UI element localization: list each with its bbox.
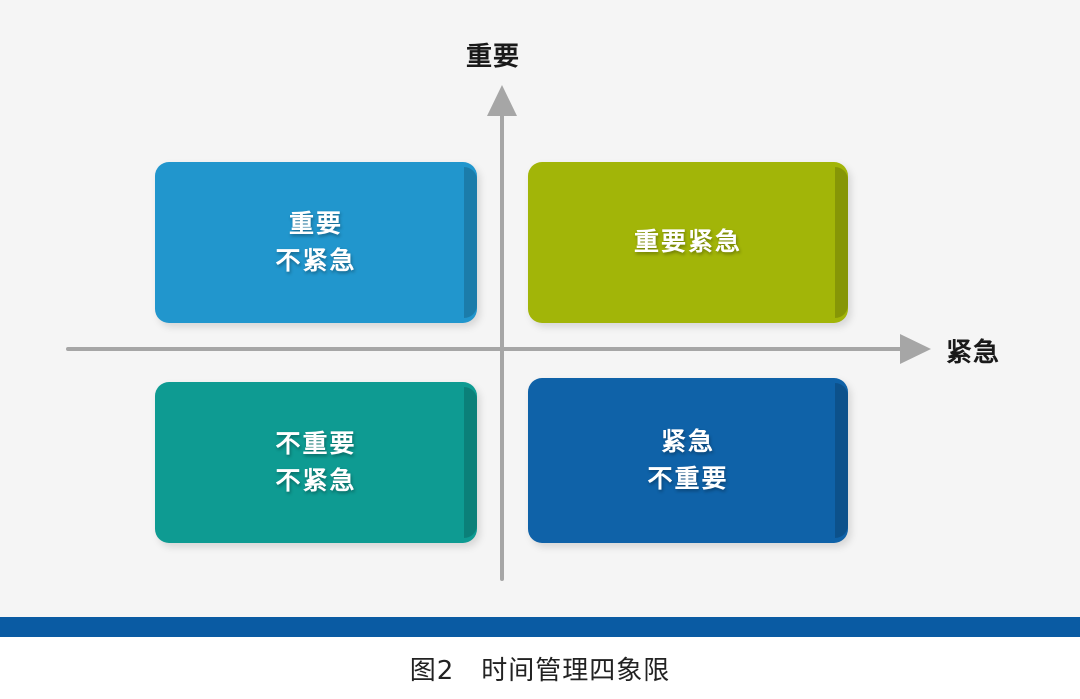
vertical-axis-line — [500, 104, 504, 581]
quadrant-label-line: 不重要 — [647, 463, 729, 493]
figure-caption: 图2 时间管理四象限 — [409, 655, 671, 686]
quadrant-label-line: 不紧急 — [275, 245, 357, 275]
figure-canvas: 重要 紧急 重要 不紧急 重要紧急 不重要 不紧急 紧急 不重要 — [66, 42, 1001, 581]
quadrant-urgent-not-important[interactable]: 紧急 不重要 — [528, 378, 848, 543]
horizontal-axis-line — [66, 347, 922, 351]
arrow-up-icon — [487, 85, 517, 116]
quadrant-label-line: 重要紧急 — [633, 227, 742, 257]
quadrant-label-line: 不重要 — [275, 429, 357, 459]
quadrant-important-urgent[interactable]: 重要紧急 — [528, 162, 848, 323]
quadrant-label-line: 不紧急 — [275, 465, 357, 495]
horizontal-axis-label: 紧急 — [946, 338, 1001, 368]
figure-caption-area: 图2 时间管理四象限 — [0, 637, 1080, 699]
arrow-right-icon — [900, 334, 931, 364]
quadrant-label-line: 重要 — [288, 209, 343, 239]
quadrant-label-line: 紧急 — [660, 427, 715, 457]
quadrant-not-important-not-urgent[interactable]: 不重要 不紧急 — [155, 382, 477, 543]
quadrant-important-not-urgent[interactable]: 重要 不紧急 — [155, 162, 477, 323]
vertical-axis-label: 重要 — [466, 42, 521, 72]
page-divider-bar — [0, 617, 1080, 637]
